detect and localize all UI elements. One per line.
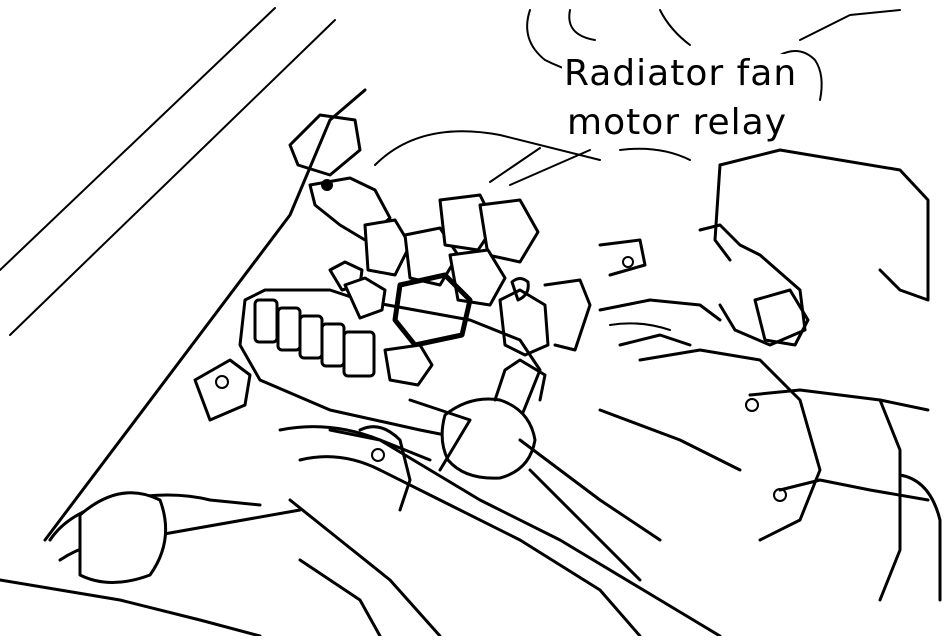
- hoses-lower: [0, 358, 742, 638]
- callout-leaders: [489, 147, 591, 186]
- engine-components-right: [598, 148, 942, 602]
- fender-edge-lines: [0, 7, 367, 542]
- callout-label-line-2: motor relay: [565, 102, 790, 143]
- callout-label-line-1: Radiator fan: [562, 53, 800, 94]
- fuse-relay-box: [193, 193, 647, 442]
